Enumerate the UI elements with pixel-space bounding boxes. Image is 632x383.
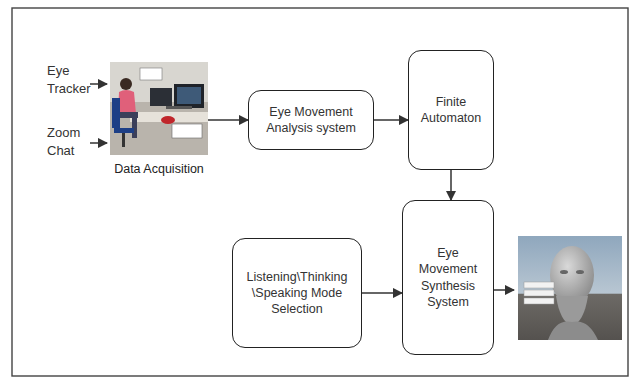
process-box: Listening\Thinking \Speaking Mode Select… — [232, 238, 362, 348]
box-label: Eye Movement Analysis system — [256, 104, 366, 137]
box-label: Eye Movement Synthesis System — [410, 245, 486, 310]
avatar-render — [518, 236, 622, 340]
box-label: Finite Automaton — [416, 94, 486, 127]
box-label: Listening\Thinking \Speaking Mode Select… — [240, 269, 354, 318]
input-arrow — [90, 83, 107, 85]
process-box: Finite Automaton — [408, 50, 494, 170]
flow-arrow — [208, 119, 248, 121]
input-label: Eye Tracker — [47, 62, 93, 97]
process-box: Eye Movement Analysis system — [248, 90, 374, 150]
acquisition-photo — [110, 62, 208, 155]
flow-arrow — [374, 119, 408, 121]
acquisition-node: Data Acquisition — [110, 62, 208, 180]
input-arrow — [90, 142, 107, 144]
outer-frame — [12, 8, 628, 376]
input-label: Zoom Chat — [47, 124, 93, 159]
caption-text: Data Acquisition — [102, 161, 216, 177]
output-arrow — [494, 289, 514, 291]
flow-arrow — [450, 170, 452, 200]
process-box: Eye Movement Synthesis System — [402, 200, 494, 355]
flow-arrow — [362, 292, 402, 294]
